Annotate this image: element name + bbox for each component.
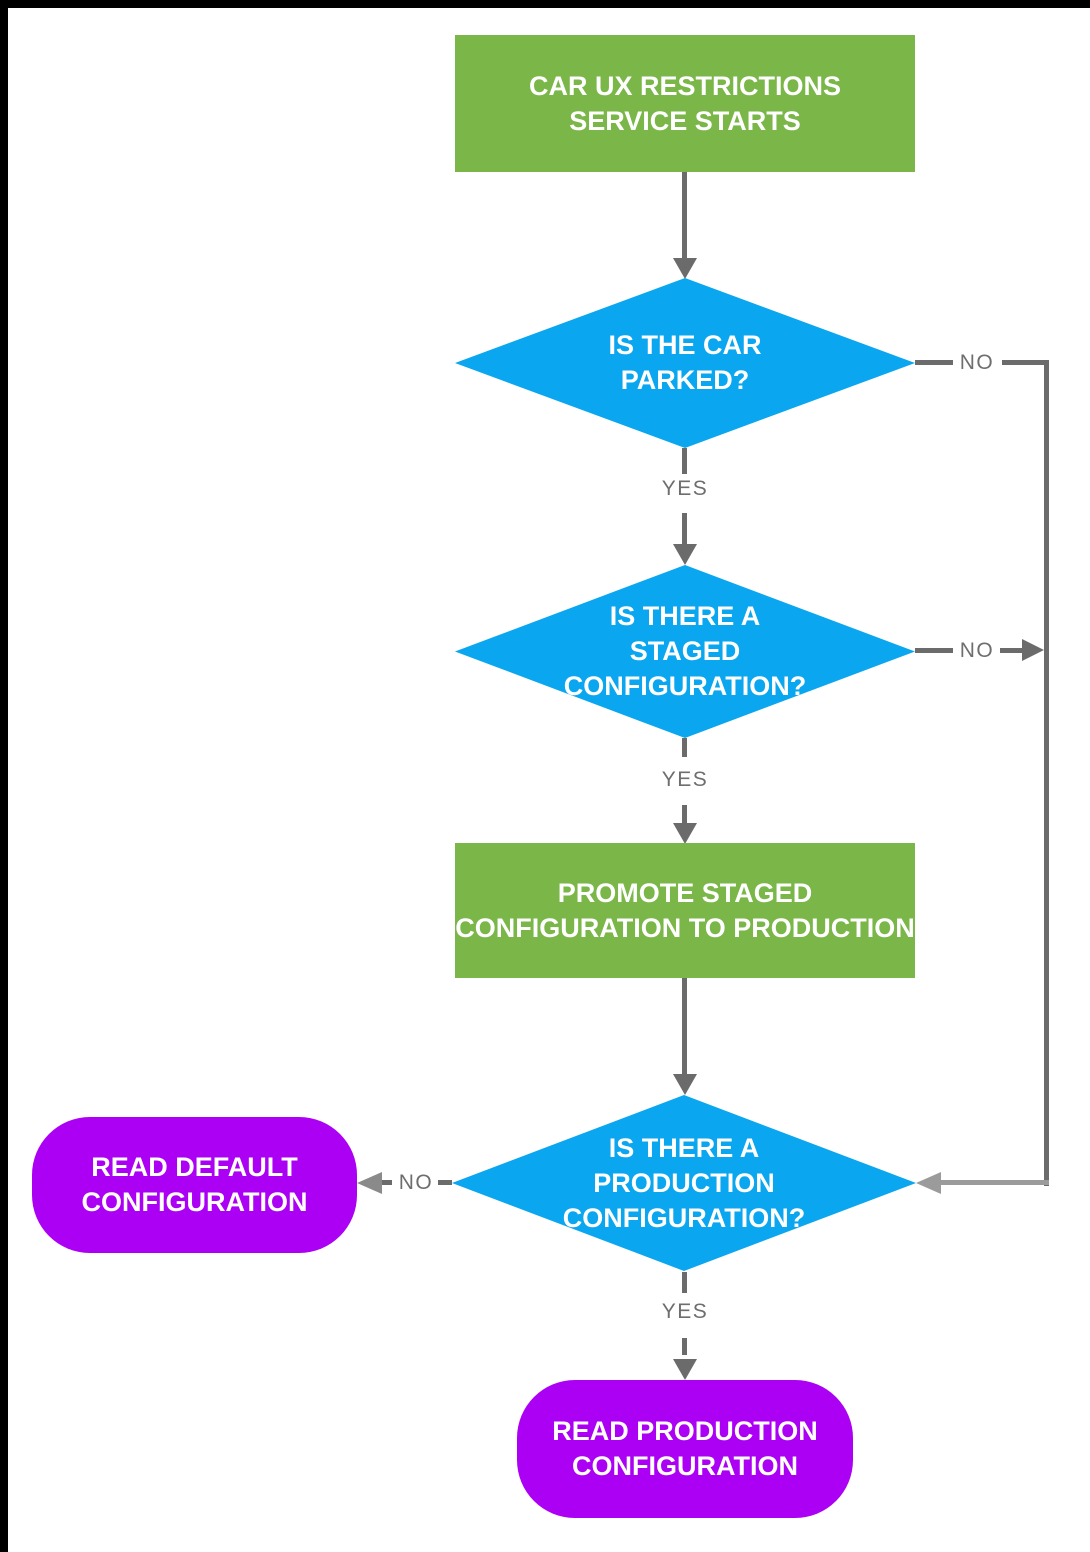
edge-production-no-line-2 [379, 1180, 392, 1185]
frame-left-border [0, 0, 8, 1552]
edge-production-yes-line-1 [682, 1272, 687, 1293]
node-staged-configuration: IS THERE A STAGED CONFIGURATION? [455, 565, 915, 738]
edge-staged-no-label: NO [959, 639, 995, 662]
node-is-car-parked-label: IS THE CAR PARKED? [608, 330, 762, 395]
edge-production-yes-arrowhead [673, 1359, 697, 1380]
edge-parked-yes-line-1 [682, 448, 687, 474]
edge-parked-yes-label: YES [661, 477, 709, 500]
frame-top-border [0, 0, 1090, 8]
node-is-car-parked: IS THE CAR PARKED? [455, 278, 915, 448]
edge-promote-to-production-line [682, 978, 687, 1074]
node-read-production: READ PRODUCTION CONFIGURATION [517, 1380, 853, 1518]
edge-staged-yes-line-2 [682, 805, 687, 824]
node-promote-staged-label: PROMOTE STAGED CONFIGURATION TO PRODUCTI… [455, 877, 915, 943]
edge-production-yes-line-2 [682, 1338, 687, 1355]
edge-start-to-parked-arrowhead [673, 258, 697, 279]
node-production-configuration: IS THERE A PRODUCTION CONFIGURATION? [452, 1095, 916, 1271]
node-service-starts: CAR UX RESTRICTIONS SERVICE STARTS [455, 35, 915, 172]
edge-start-to-parked-line [682, 172, 687, 258]
edge-parked-yes-arrowhead [673, 544, 697, 565]
edge-parked-no-label: NO [959, 351, 995, 374]
feedback-horizontal-line [941, 1180, 1049, 1185]
node-promote-staged: PROMOTE STAGED CONFIGURATION TO PRODUCTI… [455, 843, 915, 978]
feedback-arrowhead [916, 1172, 941, 1194]
edge-staged-no-line-1 [915, 648, 953, 653]
node-service-starts-label: CAR UX RESTRICTIONS SERVICE STARTS [528, 70, 842, 136]
node-staged-configuration-label: IS THERE A STAGED CONFIGURATION? [563, 601, 807, 701]
edge-production-no-arrowhead [357, 1172, 382, 1194]
edge-parked-yes-line-2 [682, 513, 687, 544]
edge-staged-no-arrowhead [1022, 639, 1044, 661]
edge-parked-no-line-2 [1002, 360, 1046, 365]
node-read-default: READ DEFAULT CONFIGURATION [32, 1117, 357, 1253]
node-read-production-label: READ PRODUCTION CONFIGURATION [552, 1416, 818, 1481]
edge-staged-no-line-2 [1000, 648, 1023, 653]
edge-promote-to-production-arrowhead [673, 1074, 697, 1095]
node-production-configuration-label: IS THERE A PRODUCTION CONFIGURATION? [562, 1132, 806, 1233]
edge-staged-yes-label: YES [661, 768, 709, 791]
edge-parked-no-line-1 [915, 360, 953, 365]
feedback-vertical-line [1044, 360, 1049, 1186]
edge-production-yes-label: YES [661, 1300, 709, 1323]
edge-staged-yes-line-1 [682, 738, 687, 757]
edge-production-no-label: NO [398, 1171, 434, 1194]
edge-staged-yes-arrowhead [673, 823, 697, 844]
node-read-default-label: READ DEFAULT CONFIGURATION [81, 1152, 308, 1217]
edge-production-no-line-1 [438, 1180, 452, 1185]
